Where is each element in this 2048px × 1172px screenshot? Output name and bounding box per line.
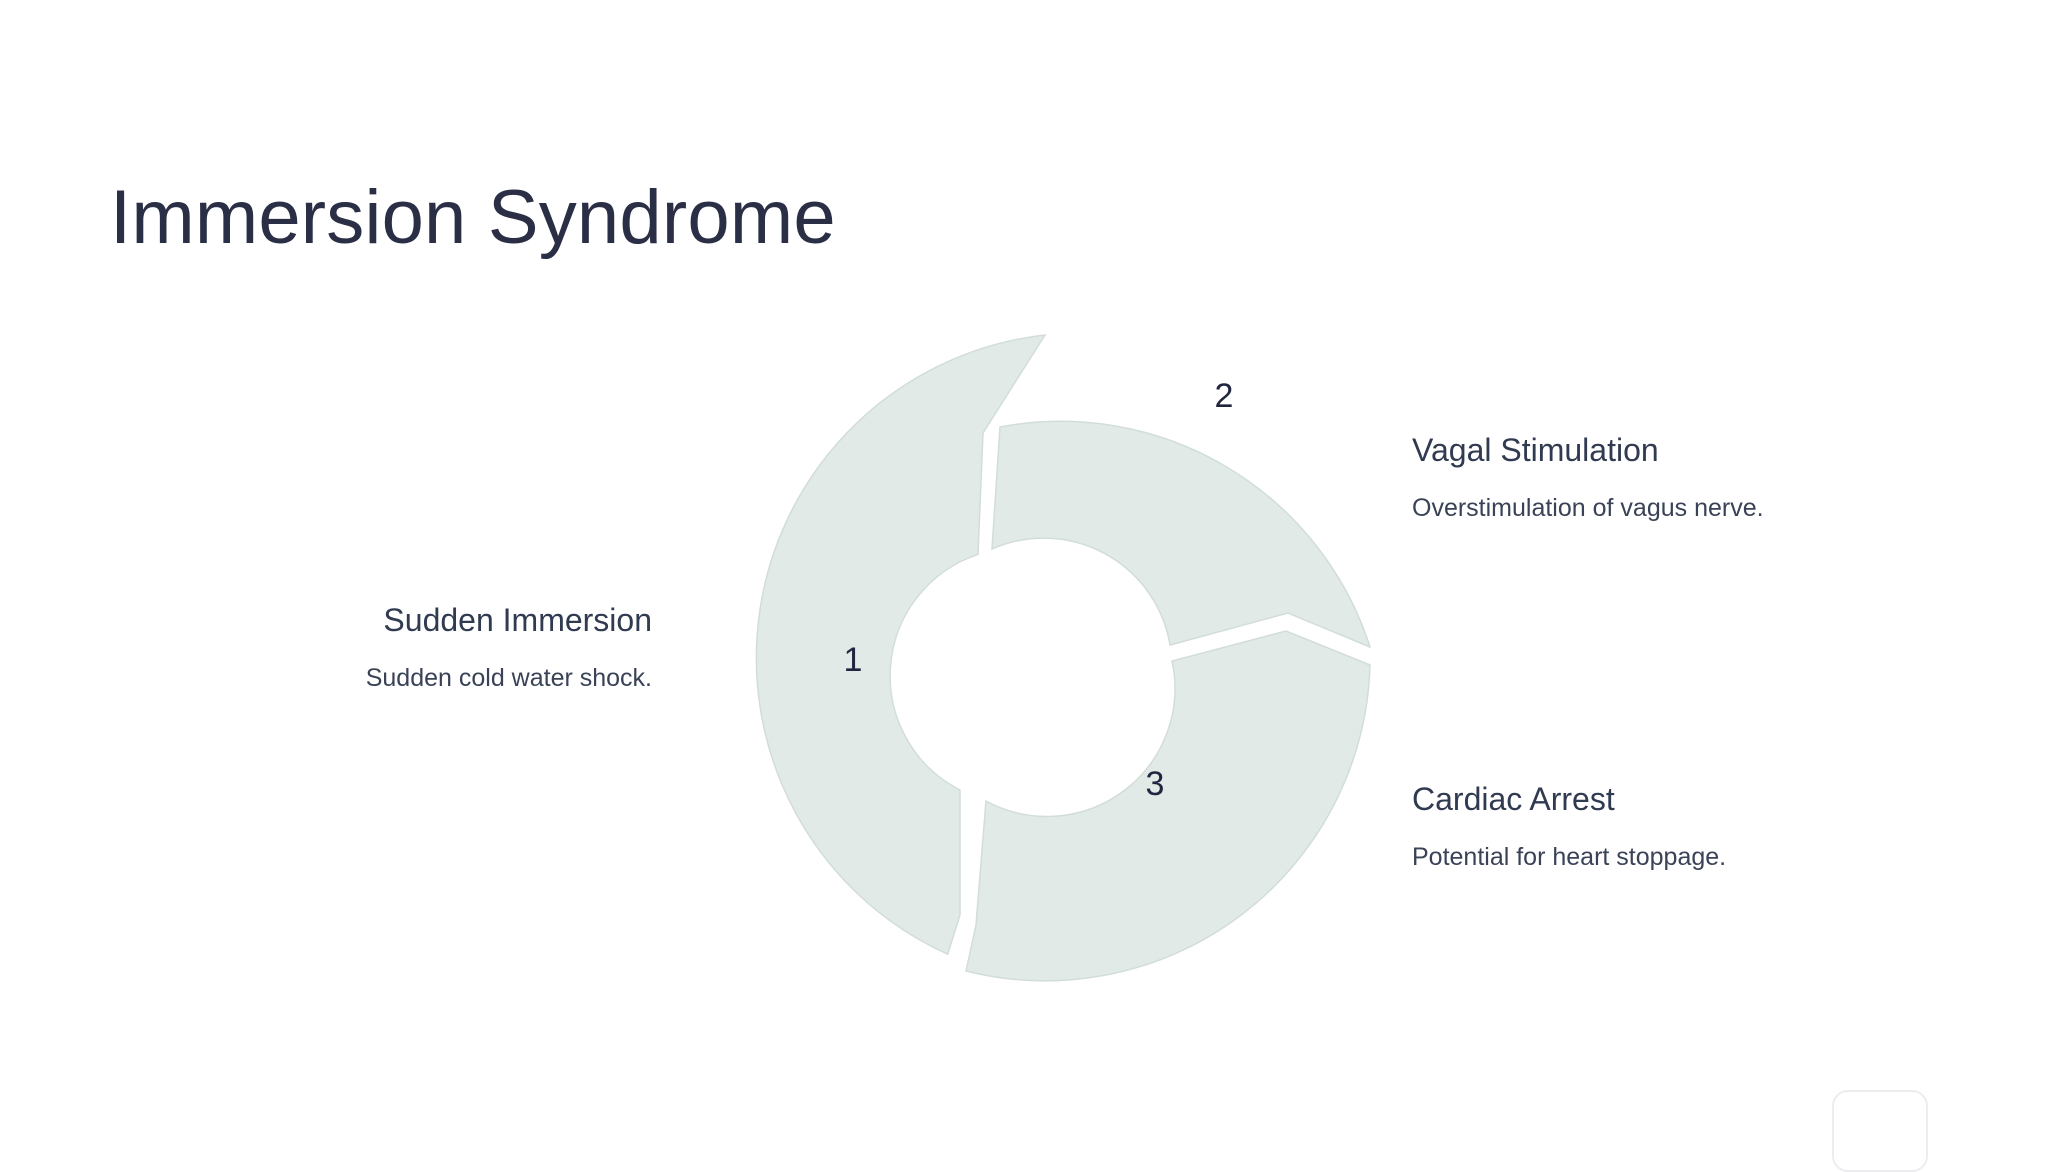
donut-chart-svg: 1 2 3 (755, 334, 1372, 982)
callout-vagal-stimulation-title: Vagal Stimulation (1412, 432, 1659, 468)
page-title: Immersion Syndrome (110, 175, 836, 260)
callout-vagal-stimulation[interactable]: Vagal Stimulation Overstimulation of vag… (1412, 430, 1764, 525)
callout-cardiac-arrest[interactable]: Cardiac Arrest Potential for heart stopp… (1412, 779, 1726, 874)
callout-vagal-stimulation-description: Overstimulation of vagus nerve. (1412, 494, 1764, 522)
corner-badge-outline (1832, 1090, 1928, 1172)
callout-sudden-immersion[interactable]: Sudden Immersion Sudden cold water shock… (0, 600, 660, 695)
callout-sudden-immersion-title: Sudden Immersion (383, 602, 652, 638)
donut-segment-3[interactable] (965, 630, 1371, 982)
donut-segment-2-number: 2 (1215, 377, 1234, 415)
callout-cardiac-arrest-title: Cardiac Arrest (1412, 781, 1615, 817)
donut-chart: 1 2 3 (720, 334, 1372, 985)
donut-segment-1-number: 1 (844, 641, 863, 679)
donut-segment-3-number: 3 (1146, 765, 1165, 803)
callout-cardiac-arrest-description: Potential for heart stoppage. (1412, 843, 1727, 871)
donut-segment-2[interactable] (991, 420, 1372, 649)
callout-sudden-immersion-description: Sudden cold water shock. (365, 664, 652, 692)
donut-segment-1[interactable] (755, 334, 1047, 956)
